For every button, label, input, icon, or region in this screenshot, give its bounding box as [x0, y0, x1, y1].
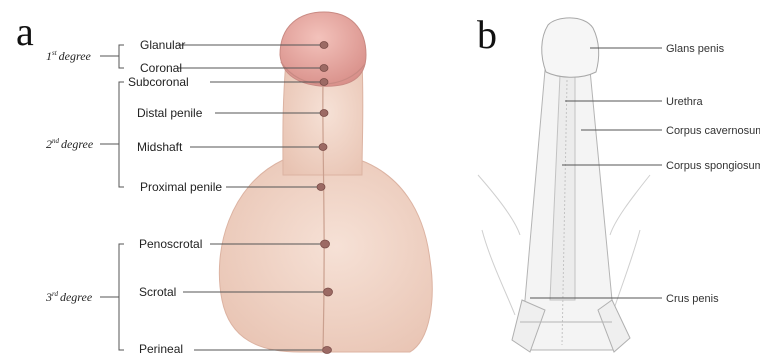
- meatus-proximal-penile: [317, 184, 325, 191]
- label-perineal: Perineal: [139, 342, 183, 354]
- panel-a-letter: a: [16, 9, 34, 54]
- label-urethra: Urethra: [666, 96, 704, 108]
- panel-b: b Glans penis Urethra Corpus cavernosum …: [477, 12, 760, 352]
- meatus-coronal: [320, 65, 328, 72]
- label-corpus-spongiosum: Corpus spongiosum: [666, 160, 760, 172]
- label-coronal: Coronal: [140, 61, 182, 75]
- meatus-scrotal: [324, 288, 333, 296]
- scrotum-illustration: [219, 160, 432, 352]
- panel-b-letter: b: [477, 12, 497, 57]
- meatus-midshaft: [319, 144, 327, 151]
- panel-a: a: [16, 9, 432, 354]
- label-proximal-penile: Proximal penile: [140, 180, 222, 194]
- meatus-glanular: [320, 42, 328, 49]
- label-glans-penis: Glans penis: [666, 43, 725, 55]
- label-subcoronal: Subcoronal: [128, 75, 189, 89]
- label-scrotal: Scrotal: [139, 285, 176, 299]
- label-glanular: Glanular: [140, 38, 185, 52]
- meatus-distal-penile: [320, 110, 328, 117]
- label-crus-penis: Crus penis: [666, 293, 719, 305]
- meatus-perineal: [323, 347, 332, 354]
- label-penoscrotal: Penoscrotal: [139, 237, 202, 251]
- label-midshaft: Midshaft: [137, 140, 183, 154]
- meatus-penoscrotal: [321, 240, 330, 248]
- label-distal-penile: Distal penile: [137, 106, 203, 120]
- meatus-subcoronal: [320, 79, 328, 86]
- label-corpus-cavernosum: Corpus cavernosum: [666, 125, 760, 137]
